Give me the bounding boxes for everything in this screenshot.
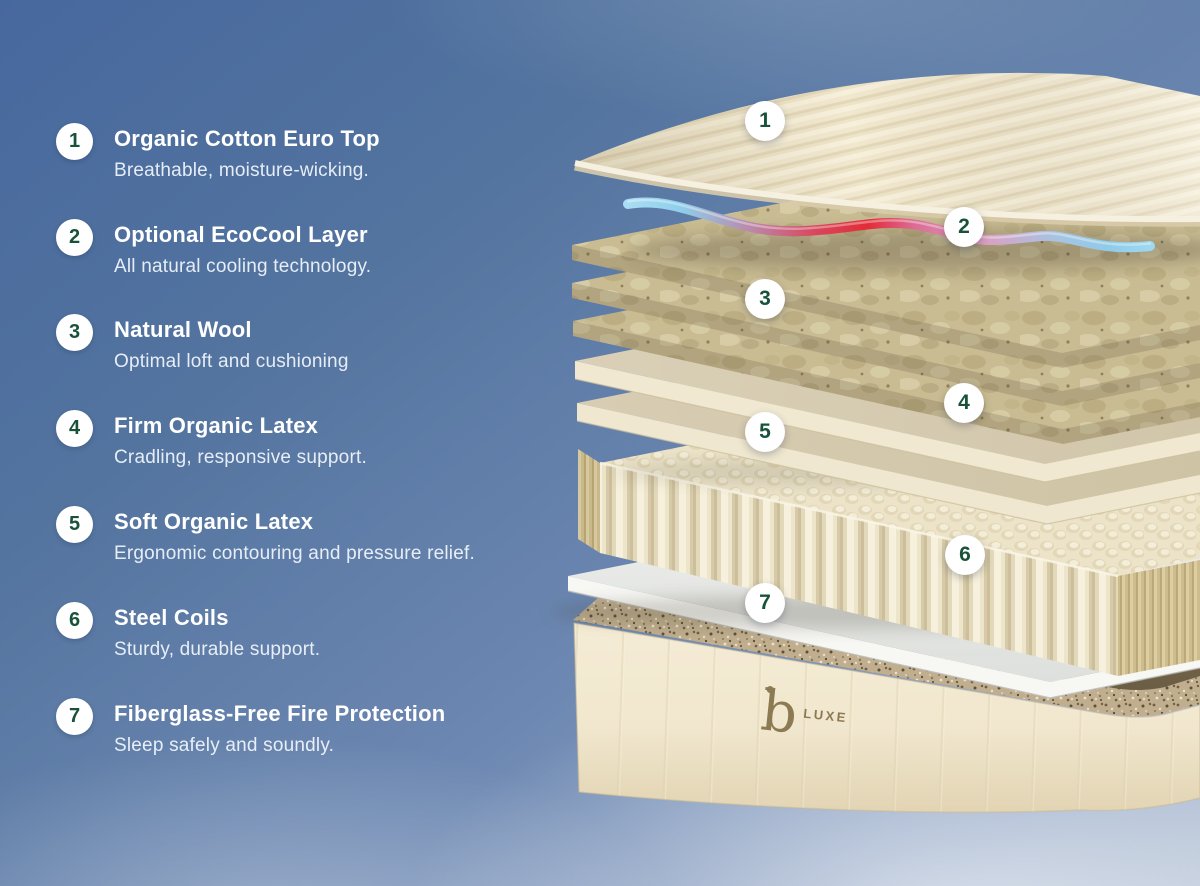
layer-title: Fiberglass-Free Fire Protection — [114, 701, 446, 726]
legend-badge-6: 6 — [56, 602, 93, 639]
layer-title: Optional EcoCool Layer — [114, 222, 368, 247]
legend-badge-6-number: 6 — [68, 609, 81, 631]
layer-title: Steel Coils — [114, 605, 229, 630]
ecocool-ribbon — [623, 197, 1155, 253]
diagram-badge-1: 1 — [745, 101, 785, 141]
diagram-badge-7-number: 7 — [759, 591, 771, 614]
legend-badge-3: 3 — [56, 314, 93, 351]
legend-badge-5: 5 — [56, 506, 93, 543]
legend-badge-2-number: 2 — [68, 226, 81, 248]
legend-item-3: 3 Natural Wool Optimal loft and cushioni… — [56, 314, 556, 373]
euro-top-layer — [574, 72, 1200, 227]
layer-title: Soft Organic Latex — [114, 509, 314, 534]
legend-badge-3-number: 3 — [68, 321, 81, 343]
layer-description: Breathable, moisture-wicking. — [114, 160, 370, 182]
diagram-badge-5-number: 5 — [759, 420, 771, 443]
layer-description: Sleep safely and soundly. — [114, 735, 335, 757]
legend-badge-1-number: 1 — [68, 130, 81, 152]
legend-badge-4-number: 4 — [68, 417, 81, 439]
diagram-badge-6-number: 6 — [959, 543, 971, 566]
legend-badge-7-number: 7 — [68, 705, 81, 727]
layer-description: Ergonomic contouring and pressure relief… — [114, 543, 475, 565]
layer-description: Sturdy, durable support. — [114, 639, 321, 661]
legend-item-7: 7 Fiberglass-Free Fire Protection Sleep … — [56, 698, 556, 757]
layer-description: All natural cooling technology. — [114, 256, 372, 278]
legend-item-2: 2 Optional EcoCool Layer All natural coo… — [56, 219, 556, 278]
legend-item-6: 6 Steel Coils Sturdy, durable support. — [56, 602, 556, 661]
legend-badge-1: 1 — [56, 123, 93, 160]
diagram-badge-2: 2 — [944, 207, 984, 247]
brand-logo-text: LUXE — [802, 705, 849, 726]
layer-title: Firm Organic Latex — [114, 413, 319, 438]
brand-logo-mark: b — [758, 678, 801, 747]
legend-item-5: 5 Soft Organic Latex Ergonomic contourin… — [56, 506, 556, 565]
diagram-badge-3: 3 — [745, 279, 785, 319]
diagram-badge-1-number: 1 — [759, 109, 771, 132]
layer-description: Cradling, responsive support. — [114, 447, 367, 469]
diagram-badge-2-number: 2 — [958, 215, 970, 238]
legend-badge-4: 4 — [56, 410, 93, 447]
layer-description: Optimal loft and cushioning — [114, 351, 349, 373]
legend-badge-7: 7 — [56, 698, 93, 735]
legend-item-4: 4 Firm Organic Latex Cradling, responsiv… — [56, 410, 556, 469]
diagram-badge-4: 4 — [944, 383, 984, 423]
diagram-badge-4-number: 4 — [958, 391, 970, 414]
layer-title: Organic Cotton Euro Top — [114, 126, 380, 151]
legend-badge-2: 2 — [56, 219, 93, 256]
diagram-badge-6: 6 — [945, 535, 985, 575]
legend-item-1: 1 Organic Cotton Euro Top Breathable, mo… — [56, 123, 556, 182]
legend-badge-5-number: 5 — [68, 513, 81, 535]
layer-title: Natural Wool — [114, 317, 252, 342]
diagram-badge-5: 5 — [745, 412, 785, 452]
brand-logo: b LUXE — [756, 678, 894, 774]
diagram-badge-3-number: 3 — [759, 287, 771, 310]
diagram-badge-7: 7 — [745, 583, 785, 623]
